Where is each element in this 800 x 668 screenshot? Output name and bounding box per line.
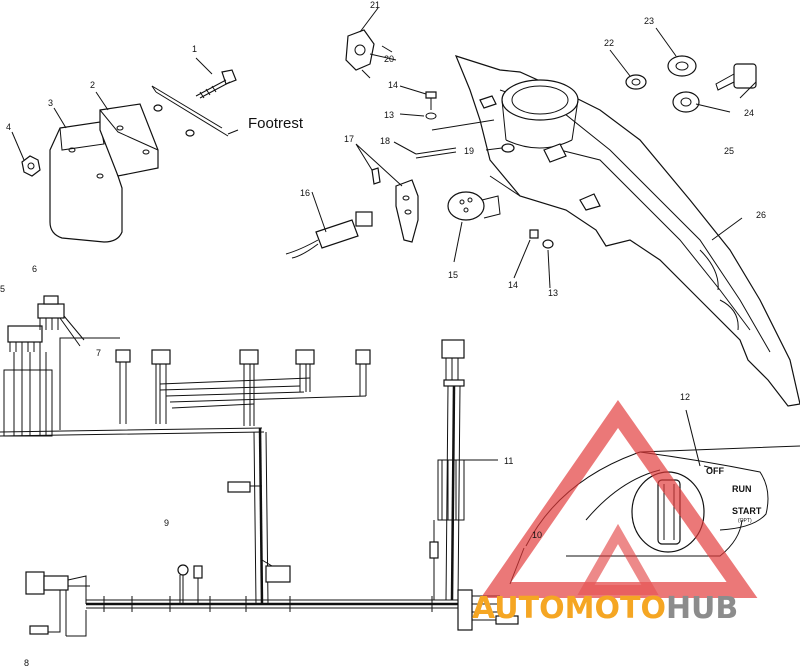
callout-6: 6 bbox=[32, 264, 37, 274]
switch-run-label: RUN bbox=[732, 484, 752, 494]
connector-6 bbox=[37, 303, 65, 319]
ignition-switch-part-15 bbox=[447, 191, 501, 221]
callout-4: 4 bbox=[6, 122, 11, 132]
footrest-assembly bbox=[11, 57, 239, 243]
switch-start-label: START bbox=[732, 506, 762, 516]
callout-14a: 14 bbox=[388, 80, 398, 90]
callout-12: 12 bbox=[680, 392, 690, 402]
callout-3: 3 bbox=[48, 98, 53, 108]
callout-10: 10 bbox=[532, 530, 542, 540]
callout-19: 19 bbox=[464, 146, 474, 156]
watermark-part-moto: MOTO bbox=[565, 591, 666, 626]
callout-13a: 13 bbox=[384, 110, 394, 120]
pod-body-part-26 bbox=[454, 55, 800, 407]
callout-2: 2 bbox=[90, 80, 95, 90]
callout-23: 23 bbox=[644, 16, 654, 26]
callout-18: 18 bbox=[380, 136, 390, 146]
key-part-24 bbox=[715, 63, 757, 91]
callout-20: 20 bbox=[384, 54, 394, 64]
callout-8: 8 bbox=[24, 658, 29, 668]
callout-17: 17 bbox=[344, 134, 354, 144]
switch-off-label: OFF bbox=[706, 466, 724, 476]
callout-26: 26 bbox=[756, 210, 766, 220]
callout-21: 21 bbox=[370, 0, 380, 10]
watermark-text: AUTOMOTOHUB bbox=[472, 591, 738, 626]
nut-part bbox=[21, 155, 41, 177]
clip-part-21 bbox=[345, 29, 397, 79]
callout-9: 9 bbox=[164, 518, 169, 528]
footrest-bracket-part bbox=[99, 103, 159, 177]
footrest-pad-part bbox=[49, 121, 123, 243]
connector-row-7 bbox=[115, 349, 371, 426]
connector-part-8 bbox=[25, 571, 90, 637]
callout-13b: 13 bbox=[548, 288, 558, 298]
callout-1: 1 bbox=[192, 44, 197, 54]
connector-5 bbox=[7, 325, 43, 343]
lamp-part-9 bbox=[177, 564, 203, 604]
callout-16: 16 bbox=[300, 188, 310, 198]
callout-24: 24 bbox=[744, 108, 754, 118]
callout-11: 11 bbox=[504, 456, 513, 466]
callout-5: 5 bbox=[0, 284, 5, 294]
footrest-label: Footrest bbox=[248, 115, 304, 132]
callout-7: 7 bbox=[96, 348, 101, 358]
callout-15: 15 bbox=[448, 270, 458, 280]
callout-14b: 14 bbox=[508, 280, 518, 290]
bolt-part bbox=[195, 69, 237, 99]
switch-start-note: (OPT) bbox=[738, 518, 752, 524]
nut-part-25 bbox=[672, 91, 700, 113]
nut-part-23 bbox=[667, 55, 697, 77]
callout-25: 25 bbox=[724, 146, 734, 156]
handlebar-pod-assembly bbox=[285, 7, 800, 407]
watermark-part-auto: AUTO bbox=[472, 591, 565, 626]
bracket-part-17 bbox=[371, 167, 419, 243]
watermark-part-hub: HUB bbox=[666, 591, 738, 626]
wiring-harness bbox=[0, 295, 525, 637]
watermark-logo bbox=[480, 400, 758, 598]
washer-part-22 bbox=[625, 74, 647, 90]
callout-22: 22 bbox=[604, 38, 614, 48]
switch-part-16 bbox=[285, 211, 373, 259]
